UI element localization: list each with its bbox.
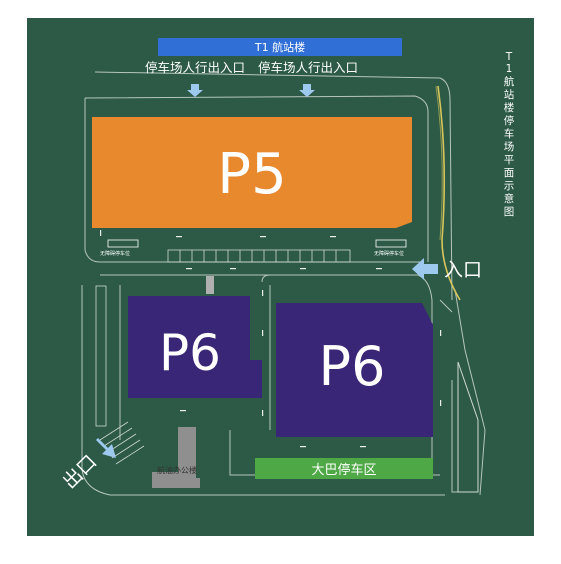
svg-text:车: 车: [504, 127, 515, 140]
terminal-bar: [158, 38, 402, 56]
stall-strip: [95, 249, 351, 427]
accessible-parking-label: 无障碍停车位: [374, 250, 404, 257]
svg-text:平: 平: [504, 154, 515, 166]
office-building: [152, 427, 200, 488]
right-island: [457, 361, 479, 493]
zone-p6-right-label: P6: [319, 335, 386, 398]
arrow-down-icon: [187, 84, 203, 97]
entrance-label: 入口: [444, 259, 482, 281]
svg-text:T: T: [505, 51, 513, 63]
crosswalk: [206, 276, 214, 294]
bus-parking-area: [255, 458, 433, 479]
side-title: T 1 航 站 楼 停 车 场 平 面 示 意 图: [504, 51, 515, 218]
office-building-label: 航油办公楼: [157, 465, 197, 475]
direction-markers: [100, 230, 442, 448]
zone-p6-right: [276, 303, 433, 437]
svg-text:场: 场: [504, 140, 515, 153]
arrow-left-icon: [412, 258, 438, 280]
svg-text:意: 意: [504, 192, 515, 205]
zone-p5: [92, 117, 412, 228]
svg-text:停: 停: [504, 114, 515, 127]
svg-text:站: 站: [504, 88, 515, 101]
yellow-guide-line: [437, 85, 461, 301]
exit-ramp: [99, 421, 145, 465]
bus-parking-label: 大巴停车区: [311, 462, 376, 478]
svg-text:航: 航: [504, 75, 515, 88]
terminal-label: T1 航站楼: [254, 40, 305, 54]
svg-text:面: 面: [504, 167, 515, 179]
arrow-down-left-icon: [96, 438, 116, 458]
accessible-parking-label: 无障碍停车位: [100, 250, 130, 257]
zone-p5-label: P5: [217, 142, 286, 207]
zone-p6-left-label: P6: [159, 324, 221, 382]
svg-text:示: 示: [504, 180, 515, 192]
pedestrian-entrance-label: 停车场人行出入口: [145, 60, 245, 75]
svg-text:楼: 楼: [504, 101, 515, 114]
svg-text:图: 图: [504, 206, 515, 218]
svg-text:1: 1: [506, 63, 513, 75]
zone-p6-left: [128, 296, 262, 398]
pedestrian-entrance-label: 停车场人行出入口: [258, 60, 358, 75]
arrow-down-icon: [299, 84, 315, 97]
